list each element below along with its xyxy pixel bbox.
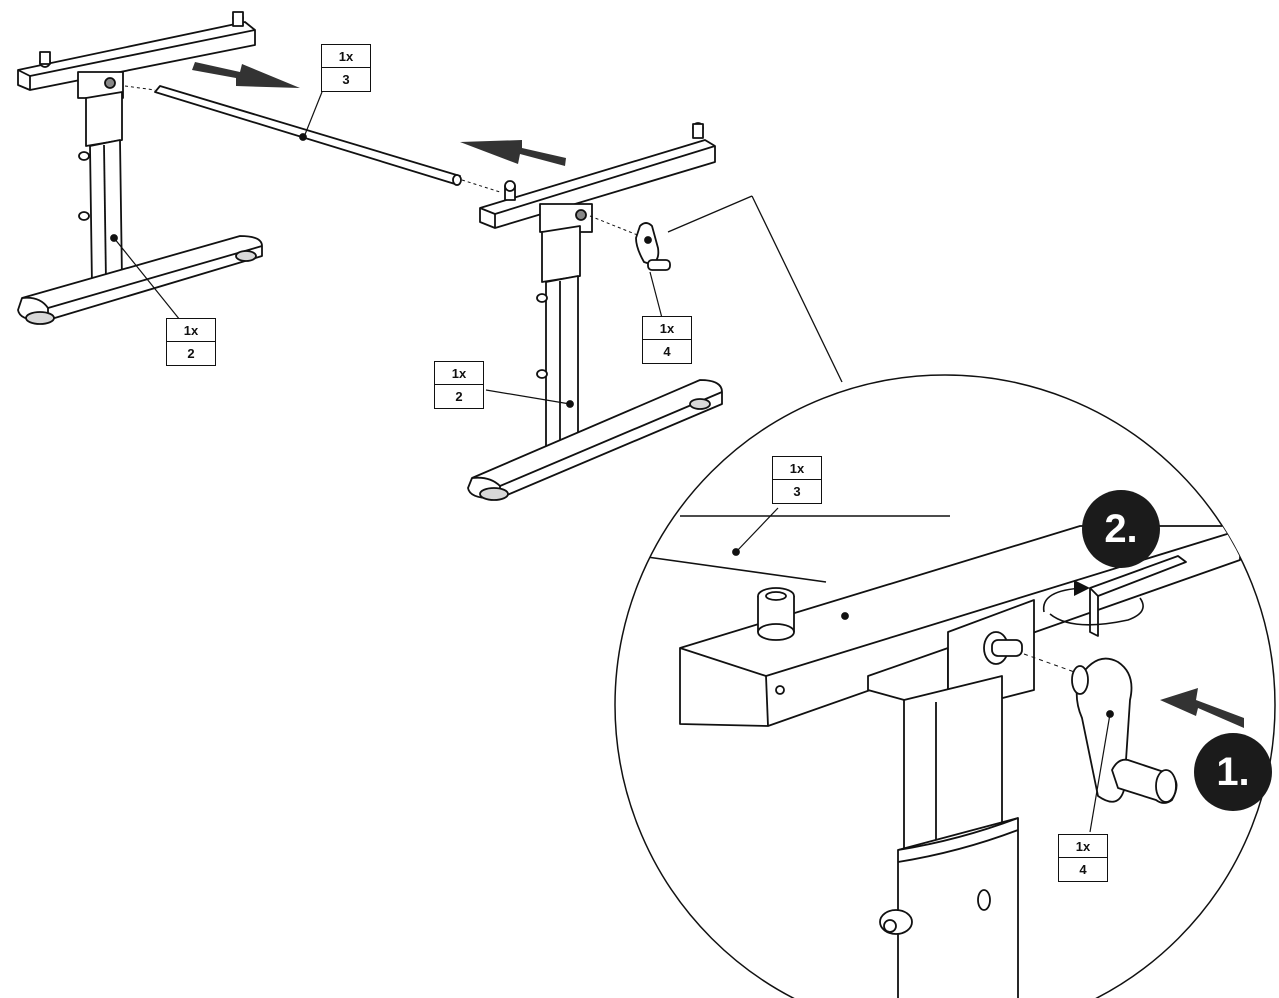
- part-number: 2: [187, 346, 195, 361]
- rotate-icon: [1042, 580, 1144, 626]
- part-label-rod: 1x 3: [321, 44, 371, 92]
- part-number: 4: [663, 344, 671, 359]
- left-leg: [17, 11, 263, 325]
- part-qty: 1x: [773, 457, 821, 480]
- detail-view: [639, 507, 1244, 998]
- part-qty: 1x: [643, 317, 691, 340]
- part-qty: 1x: [1059, 835, 1107, 858]
- part-number: 4: [1079, 862, 1087, 877]
- step-2-badge: 2.: [1082, 490, 1160, 568]
- part-qty: 1x: [435, 362, 483, 385]
- part-number: 2: [455, 389, 463, 404]
- step-1-badge: 1.: [1194, 733, 1272, 811]
- part-label-left-leg: 1x 2: [166, 318, 216, 366]
- arrow-insert-icon: [1160, 688, 1244, 728]
- arrow-right-icon: [192, 62, 300, 88]
- part-number: 3: [793, 484, 801, 499]
- step-1-text: 1.: [1216, 749, 1250, 794]
- part-qty: 1x: [167, 319, 215, 342]
- part-qty: 1x: [322, 45, 370, 68]
- part-label-detail-crank: 1x 4: [1058, 834, 1108, 882]
- allen-key-icon: [1089, 555, 1187, 637]
- right-leg: [467, 122, 723, 501]
- part-label-detail-rod: 1x 3: [772, 456, 822, 504]
- part-number: 3: [342, 72, 350, 87]
- part-label-crank: 1x 4: [642, 316, 692, 364]
- part-label-right-leg: 1x 2: [434, 361, 484, 409]
- crank-handle-small: [589, 215, 671, 271]
- arrow-left-icon: [460, 140, 566, 166]
- step-2-text: 2.: [1104, 506, 1138, 551]
- cross-rod: [124, 85, 501, 193]
